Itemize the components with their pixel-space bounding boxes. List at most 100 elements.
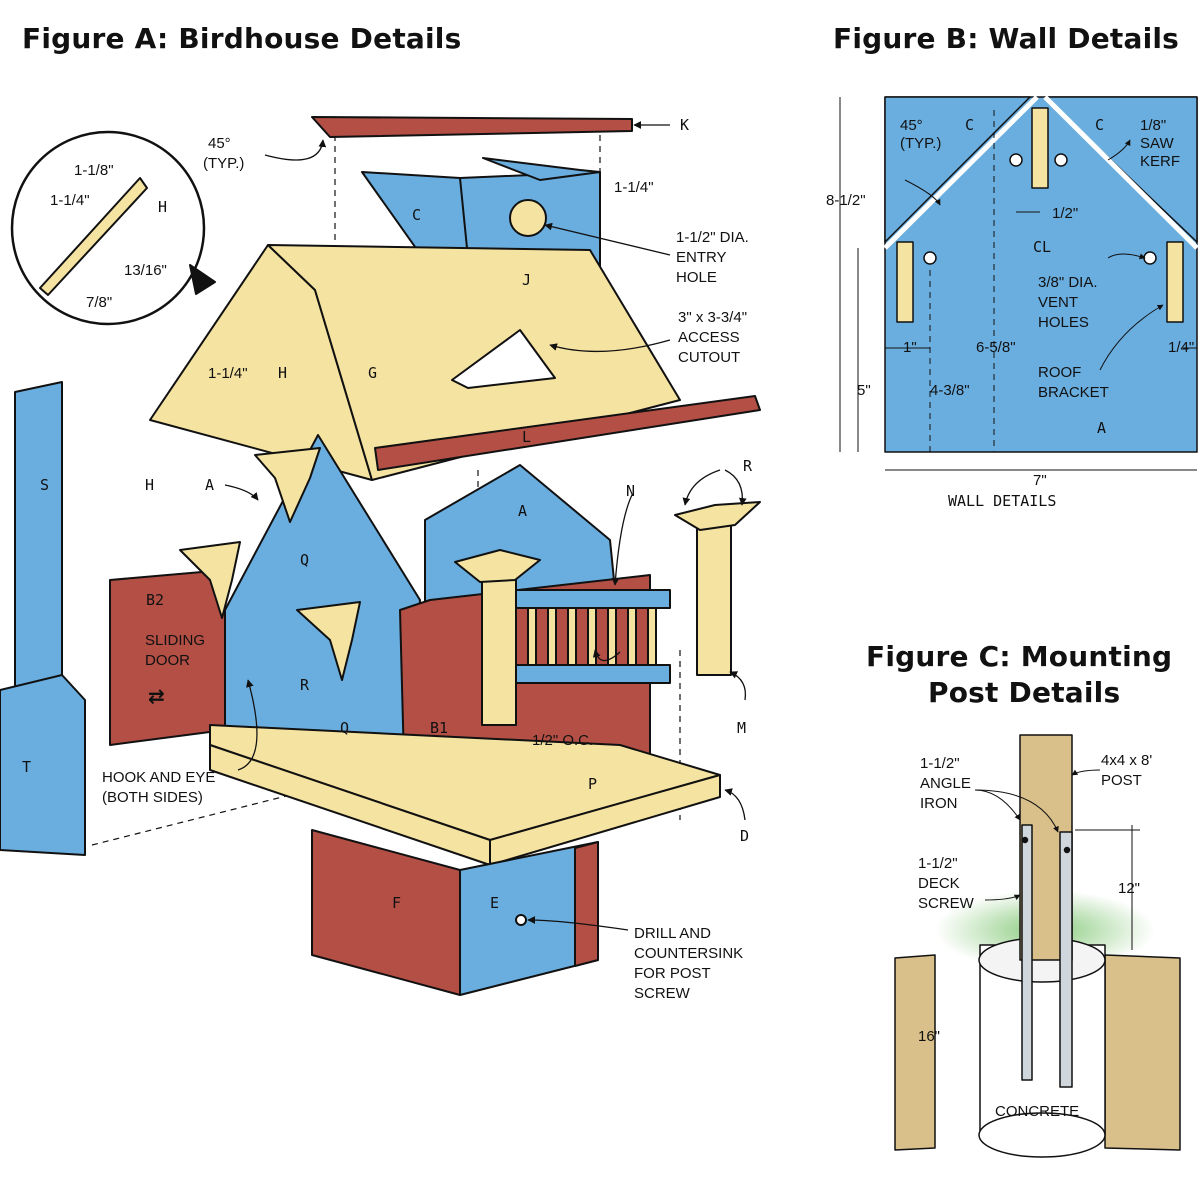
figure-a-title: Figure A: Birdhouse Details bbox=[22, 22, 462, 55]
label-c: C bbox=[412, 206, 421, 224]
hook-line1: HOOK AND EYE bbox=[102, 769, 215, 786]
angle-iron-right bbox=[1059, 831, 1073, 1088]
trim-pieces-s-t bbox=[0, 381, 86, 856]
drill-line2: COUNTERSINK bbox=[634, 945, 743, 962]
base-platform bbox=[209, 724, 721, 866]
label-b1: B1 bbox=[430, 719, 448, 737]
b-cl: CL bbox=[1033, 238, 1051, 256]
drill-line1: DRILL AND bbox=[634, 925, 711, 942]
label-q-bottom: Q bbox=[340, 719, 349, 737]
roof-panel-l bbox=[374, 395, 761, 471]
figure-b-labels: 45° (TYP.) C C 1/8" SAW KERF 8-1/2" 1/2"… bbox=[826, 116, 1194, 510]
post-line2: POST bbox=[1101, 772, 1142, 789]
saw-kerf-lines bbox=[883, 95, 1199, 250]
figure-c-title-line2: Post Details bbox=[928, 676, 1121, 709]
label-r-top: R bbox=[743, 457, 753, 475]
callout-arrows bbox=[224, 121, 747, 931]
figure-a bbox=[0, 116, 761, 996]
typ45-line1: 45° bbox=[208, 135, 231, 152]
figure-b-title: Figure B: Wall Details bbox=[833, 22, 1180, 55]
screw-line2: DECK bbox=[918, 875, 960, 892]
label-q: Q bbox=[300, 551, 309, 569]
figure-c-dim-lines bbox=[934, 769, 1140, 1148]
bracket-line1: ROOF bbox=[1038, 364, 1081, 381]
entry-line3: HOLE bbox=[676, 269, 717, 286]
kerf-line1: 1/8" bbox=[1140, 117, 1166, 134]
label-l: L bbox=[522, 428, 531, 446]
c-sixteen: 16" bbox=[918, 1028, 940, 1045]
drill-line4: SCREW bbox=[634, 985, 691, 1002]
inset-h: H bbox=[158, 198, 167, 216]
vent-line2: VENT bbox=[1038, 294, 1078, 311]
label-h-bottom: H bbox=[145, 476, 154, 494]
dim-114-top: 1-1/4" bbox=[614, 179, 654, 196]
concrete-label: CONCRETE bbox=[995, 1103, 1079, 1120]
mount-block bbox=[311, 829, 599, 996]
b-half: 1/2" bbox=[1052, 205, 1078, 222]
b-438: 4-3/8" bbox=[930, 382, 970, 399]
posts-and-brackets bbox=[179, 447, 761, 726]
access-line1: 3" x 3-3/4" bbox=[678, 309, 747, 326]
screw-line1: 1-1/2" bbox=[918, 855, 958, 872]
post-line1: 4x4 x 8' bbox=[1101, 752, 1152, 769]
b-label-a: A bbox=[1097, 419, 1106, 437]
b-658: 6-5/8" bbox=[976, 339, 1016, 356]
inset-118: 1-1/8" bbox=[74, 162, 114, 179]
label-a-back: A bbox=[518, 502, 527, 520]
sliding-line1: SLIDING bbox=[145, 632, 205, 649]
typ45-line2: (TYP.) bbox=[203, 155, 244, 172]
label-t: T bbox=[22, 758, 31, 776]
figure-c-labels: 1-1/2" ANGLE IRON 4x4 x 8' POST 1-1/2" D… bbox=[918, 752, 1152, 1120]
vent-holes bbox=[923, 153, 1157, 265]
kerf-line2: SAW bbox=[1140, 135, 1174, 152]
label-b2: B2 bbox=[146, 591, 164, 609]
figure-c bbox=[894, 734, 1181, 1158]
entry-line2: ENTRY bbox=[676, 249, 727, 266]
angle-line2: ANGLE bbox=[920, 775, 971, 792]
angle-iron-left bbox=[1021, 824, 1033, 1081]
label-p: P bbox=[588, 775, 597, 793]
vent-line1: 3/8" DIA. bbox=[1038, 274, 1098, 291]
sliding-line2: DOOR bbox=[145, 652, 190, 669]
b-one: 1" bbox=[903, 339, 917, 356]
double-arrow-icon: ⇄ bbox=[148, 684, 165, 708]
label-f: F bbox=[392, 894, 401, 912]
inset-114: 1-1/4" bbox=[50, 192, 90, 209]
figure-b bbox=[839, 95, 1199, 471]
label-k: K bbox=[680, 116, 689, 134]
figure-b-dim-lines bbox=[839, 97, 1197, 471]
c-twelve: 12" bbox=[1118, 880, 1140, 897]
figure-a-labels: K C J G H H L A A N R R Q Q B2 B1 P M D … bbox=[22, 116, 753, 1002]
label-d: D bbox=[740, 827, 749, 845]
access-line3: CUTOUT bbox=[678, 349, 740, 366]
b-quarter: 1/4" bbox=[1168, 339, 1194, 356]
label-n: N bbox=[626, 482, 635, 500]
label-j: J bbox=[522, 271, 531, 289]
b-five: 5" bbox=[857, 382, 871, 399]
vent-line3: HOLES bbox=[1038, 314, 1089, 331]
angle-line3: IRON bbox=[920, 795, 958, 812]
label-r: R bbox=[300, 676, 310, 694]
hook-line2: (BOTH SIDES) bbox=[102, 789, 203, 806]
label-e: E bbox=[490, 894, 499, 912]
figure-c-title-line1: Figure C: Mounting bbox=[866, 640, 1173, 673]
dim-114-roof: 1-1/4" bbox=[208, 365, 248, 382]
b-typ45-line1: 45° bbox=[900, 117, 923, 134]
label-a: A bbox=[205, 476, 214, 494]
roof-bracket-slots bbox=[896, 107, 1184, 323]
roof-panel-k bbox=[311, 116, 633, 138]
wall-details-caption: WALL DETAILS bbox=[948, 492, 1056, 510]
access-line2: ACCESS bbox=[678, 329, 740, 346]
kerf-line3: KERF bbox=[1140, 153, 1180, 170]
inset-1316: 13/16" bbox=[124, 262, 167, 279]
inset-78: 7/8" bbox=[86, 294, 112, 311]
drill-line3: FOR POST bbox=[634, 965, 711, 982]
bracket-line2: BRACKET bbox=[1038, 384, 1109, 401]
angle-line1: 1-1/2" bbox=[920, 755, 960, 772]
label-s: S bbox=[40, 476, 49, 494]
label-h: H bbox=[278, 364, 287, 382]
b-label-c1: C bbox=[965, 116, 974, 134]
b-label-c2: C bbox=[1095, 116, 1104, 134]
b-812: 8-1/2" bbox=[826, 192, 866, 209]
